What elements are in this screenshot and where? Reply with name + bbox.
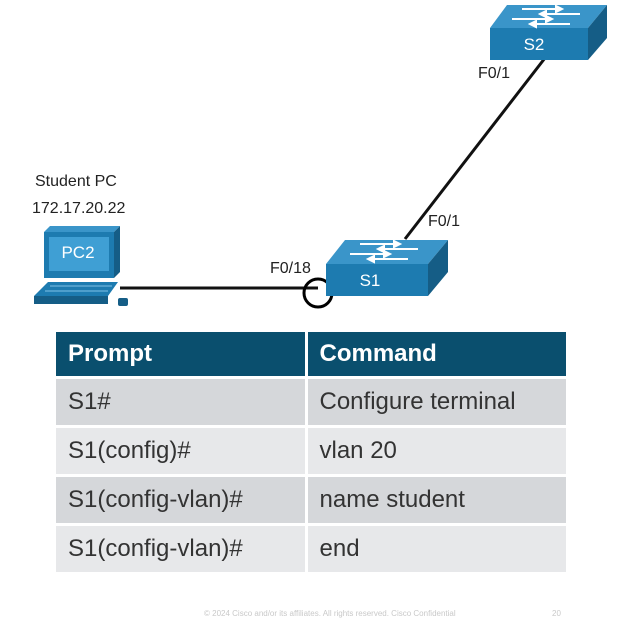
command-cell: vlan 20 [306, 426, 566, 477]
table-header-row: Prompt Command [56, 332, 566, 379]
switch-s1[interactable]: S1 [326, 239, 448, 296]
port-label-s1-f0-1: F0/1 [428, 213, 460, 230]
switch-s1-label: S1 [360, 271, 381, 290]
switch-s2-label: S2 [524, 35, 545, 54]
command-cell: name student [306, 475, 566, 526]
pc-icon [34, 226, 128, 306]
header-prompt: Prompt [56, 332, 308, 379]
table-row: S1# Configure terminal [56, 377, 566, 428]
prompt-cell: S1(config)# [56, 426, 308, 477]
table-row: S1(config-vlan)# name student [56, 475, 566, 526]
command-cell: Configure terminal [306, 377, 566, 428]
pc-ip-label: 172.17.20.22 [32, 200, 126, 217]
copyright-footer: © 2024 Cisco and/or its affiliates. All … [204, 609, 456, 618]
link-s1-s2 [403, 57, 547, 240]
table-row: S1(config)# vlan 20 [56, 426, 566, 477]
table-row: S1(config-vlan)# end [56, 524, 566, 575]
pc2-label: PC2 [61, 243, 94, 262]
command-cell: end [306, 524, 566, 575]
header-command: Command [306, 332, 566, 379]
switch-icon [326, 239, 448, 296]
port-label-s2-f0-1: F0/1 [478, 65, 510, 82]
port-label-f0-18: F0/18 [270, 260, 311, 277]
network-topology-diagram: S2 S1 [32, 4, 607, 309]
switch-icon [490, 4, 607, 60]
prompt-cell: S1(config-vlan)# [56, 475, 308, 526]
page-number: 20 [552, 609, 561, 618]
pc2[interactable]: PC2 [34, 226, 128, 306]
pc-name-label: Student PC [35, 173, 117, 190]
switch-s2[interactable]: S2 [490, 4, 607, 60]
command-table: Prompt Command S1# Configure terminal S1… [56, 332, 566, 575]
prompt-cell: S1(config-vlan)# [56, 524, 308, 575]
prompt-cell: S1# [56, 377, 308, 428]
